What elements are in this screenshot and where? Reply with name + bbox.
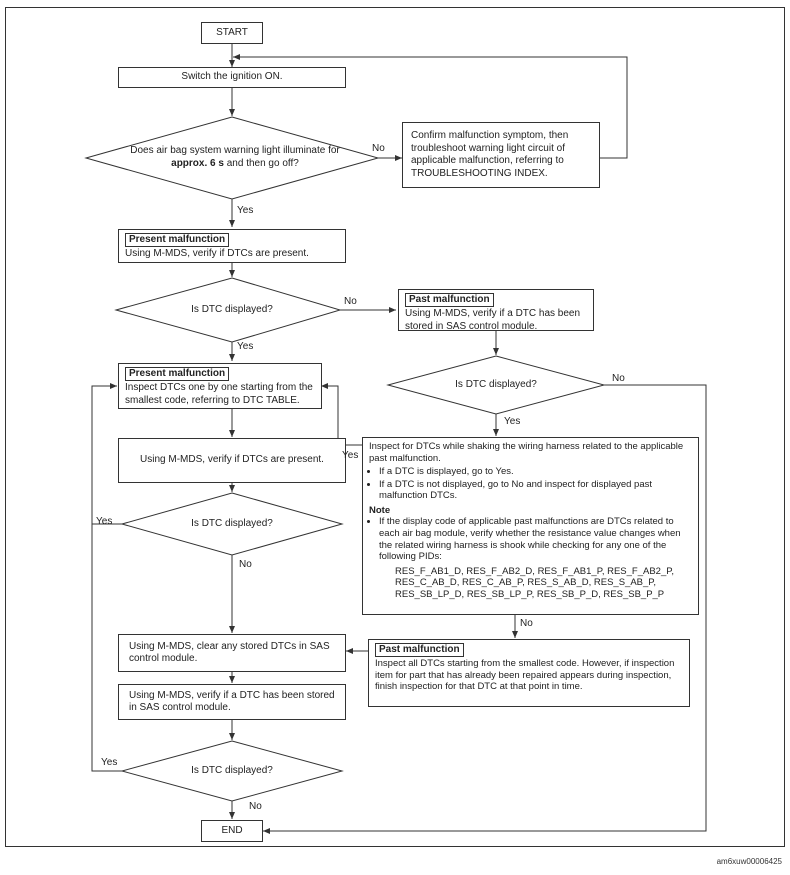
- connector-dtc2-no: [263, 384, 707, 832]
- decision-dtc-3-text: Is DTC displayed?: [191, 518, 273, 529]
- connector-confirm-loop: [233, 56, 628, 159]
- present-malfunction-box-1: Present malfunction Using M-MDS, verify …: [118, 229, 346, 263]
- past-malfunction-box-2: Past malfunction Inspect all DTCs starti…: [368, 639, 690, 707]
- label-yes-shake: Yes: [342, 450, 359, 461]
- ignition-box: Switch the ignition ON.: [118, 67, 346, 88]
- past-malfunction-box-1: Past malfunction Using M-MDS, verify if …: [398, 289, 594, 332]
- pid-line: RES_SB_LP_D, RES_SB_LP_P, RES_SB_P_D, RE…: [395, 588, 665, 600]
- confirm-troubleshoot-box: Confirm malfunction symptom, then troubl…: [402, 122, 600, 188]
- present-malfunction-tag: Present malfunction: [125, 367, 230, 381]
- shake-bullet: If a DTC is displayed, go to Yes.: [379, 466, 692, 478]
- past-malfunction-tag: Past malfunction: [405, 293, 494, 307]
- past-malfunction-tag: Past malfunction: [375, 643, 464, 657]
- end-terminal: END: [201, 820, 263, 842]
- shake-bullets: If a DTC is displayed, go to Yes. If a D…: [369, 466, 692, 502]
- decision-dtc-4-text: Is DTC displayed?: [191, 765, 273, 776]
- label-no-dtc-2: No: [612, 373, 625, 384]
- pid-list: RES_F_AB1_D, RES_F_AB2_D, RES_F_AB1_P, R…: [369, 566, 692, 601]
- decision-dtc-2-text: Is DTC displayed?: [455, 379, 537, 390]
- label-yes-dtc-4: Yes: [101, 757, 118, 768]
- present-malfunction-box-2: Present malfunction Inspect DTCs one by …: [118, 363, 322, 409]
- verify-dtc-stored-box: Using M-MDS, verify if a DTC has been st…: [118, 684, 346, 720]
- label-no-dtc-4: No: [249, 801, 262, 812]
- label-no-dtc-3: No: [239, 559, 252, 570]
- pid-line: RES_F_AB1_D, RES_F_AB2_D, RES_F_AB1_P, R…: [395, 565, 674, 577]
- shake-intro: Inspect for DTCs while shaking the wirin…: [369, 441, 684, 464]
- note-list: If the display code of applicable past m…: [369, 516, 692, 562]
- present-malfunction-text: Inspect DTCs one by one starting from th…: [125, 382, 313, 406]
- label-no-dtc-1: No: [344, 296, 357, 307]
- label-yes-dtc-1: Yes: [237, 341, 254, 352]
- label-yes-dtc-2: Yes: [504, 416, 521, 427]
- note-title: Note: [369, 504, 391, 516]
- clear-dtcs-box: Using M-MDS, clear any stored DTCs in SA…: [118, 634, 346, 672]
- past-malfunction-text: Using M-MDS, verify if a DTC has been st…: [405, 308, 581, 332]
- decision-dtc-1-text: Is DTC displayed?: [191, 304, 273, 315]
- verify-dtcs-present-box: Using M-MDS, verify if DTCs are present.: [118, 438, 346, 483]
- shake-bullet: If a DTC is not displayed, go to No and …: [379, 479, 692, 502]
- start-terminal: START: [201, 22, 263, 44]
- label-no-warning: No: [372, 143, 385, 154]
- present-malfunction-tag: Present malfunction: [125, 233, 230, 247]
- figure-id: am6xuw00006425: [716, 857, 782, 866]
- label-no-shake: No: [520, 618, 533, 629]
- past-malfunction-text: Inspect all DTCs starting from the small…: [375, 658, 675, 693]
- connector-dtc4-yes: [91, 524, 122, 772]
- decision-warning-text: Does air bag system warning light illumi…: [130, 145, 340, 169]
- pid-line: RES_C_AB_D, RES_C_AB_P, RES_S_AB_D, RES_…: [395, 577, 657, 589]
- note-text: If the display code of applicable past m…: [379, 516, 692, 562]
- connector-shake-yes: [321, 383, 367, 446]
- connector-dtc3-yes: [91, 383, 122, 525]
- label-yes-warning: Yes: [237, 205, 254, 216]
- shake-inspection-box: Inspect for DTCs while shaking the wirin…: [362, 437, 699, 615]
- diagram-frame: [5, 7, 785, 847]
- label-yes-dtc-3: Yes: [96, 516, 113, 527]
- present-malfunction-text: Using M-MDS, verify if DTCs are present.: [125, 248, 309, 259]
